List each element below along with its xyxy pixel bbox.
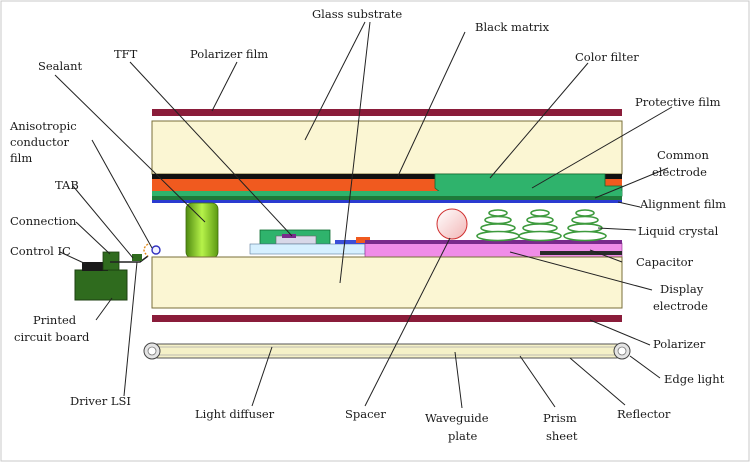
connection-block <box>102 251 120 271</box>
label-common-electrode-line1: Common <box>657 148 709 162</box>
capacitor-strip <box>365 240 622 244</box>
waveguide-plate <box>151 343 623 359</box>
leader-lines <box>54 21 673 409</box>
label-light-diffuser: Light diffuser <box>195 407 275 421</box>
label-glass-substrate: Glass substrate <box>312 7 402 21</box>
bottom-polarizer <box>152 315 622 322</box>
label-tft: TFT <box>114 47 138 61</box>
anisotropic-conductor-film <box>151 245 161 255</box>
spacer-ball <box>436 208 468 240</box>
tft-contact <box>282 234 296 238</box>
label-liquid-crystal: Liquid crystal <box>638 224 719 238</box>
common-electrode <box>152 196 622 200</box>
label-polarizer: Polarizer <box>653 337 706 351</box>
label-polarizer-film: Polarizer film <box>190 47 268 61</box>
label-anisotropic-line3: film <box>10 151 32 165</box>
label-pcb-line1: Printed <box>33 313 77 327</box>
label-alignment-film: Alignment film <box>639 197 726 211</box>
label-control-ic: Control IC <box>10 244 71 258</box>
black-matrix <box>152 174 622 179</box>
label-anisotropic-line1: Anisotropic <box>9 119 77 133</box>
label-edge-light: Edge light <box>664 372 725 386</box>
driver-lsi <box>132 254 142 261</box>
label-waveguide-line1: Waveguide <box>425 411 489 425</box>
label-common-electrode-line2: electrode <box>652 165 707 179</box>
tft-drain <box>335 240 365 244</box>
label-black-matrix: Black matrix <box>475 20 550 34</box>
label-reflector: Reflector <box>617 407 671 421</box>
label-connection: Connection <box>10 214 77 228</box>
tft-pad <box>356 237 370 243</box>
label-pcb-line2: circuit board <box>14 330 90 344</box>
edge-light-core <box>617 346 627 356</box>
label-spacer: Spacer <box>345 407 386 421</box>
label-capacitor: Capacitor <box>636 255 694 269</box>
top-polarizer-film <box>152 109 622 116</box>
printed-circuit-board <box>74 269 128 301</box>
label-prism-line1: Prism <box>543 411 577 425</box>
label-display-electrode-line2: electrode <box>653 299 708 313</box>
anisotropic-film-edge <box>143 243 149 257</box>
liquid-crystal-molecules <box>476 209 607 242</box>
capacitor-electrode <box>540 251 622 255</box>
label-sealant: Sealant <box>38 59 82 73</box>
alignment-film <box>152 200 622 203</box>
label-tab: TAB <box>55 178 79 192</box>
upper-glass-substrate <box>151 120 623 175</box>
tft-base-layer <box>249 243 366 255</box>
protective-film <box>152 191 622 196</box>
left-edge-light-core <box>147 346 157 356</box>
label-protective-film: Protective film <box>635 95 721 109</box>
label-waveguide-line2: plate <box>448 429 478 443</box>
label-anisotropic-line2: conductor <box>10 135 70 149</box>
sealant <box>185 202 219 259</box>
label-driver-lsi: Driver LSI <box>70 394 131 408</box>
label-display-electrode-line1: Display <box>660 282 704 296</box>
labels: Glass substrate Black matrix TFT Polariz… <box>9 7 726 443</box>
label-prism-line2: sheet <box>546 429 578 443</box>
tab-tape <box>110 255 149 263</box>
control-ic <box>82 262 108 271</box>
label-color-filter: Color filter <box>575 50 639 64</box>
lower-glass-substrate <box>151 256 623 309</box>
